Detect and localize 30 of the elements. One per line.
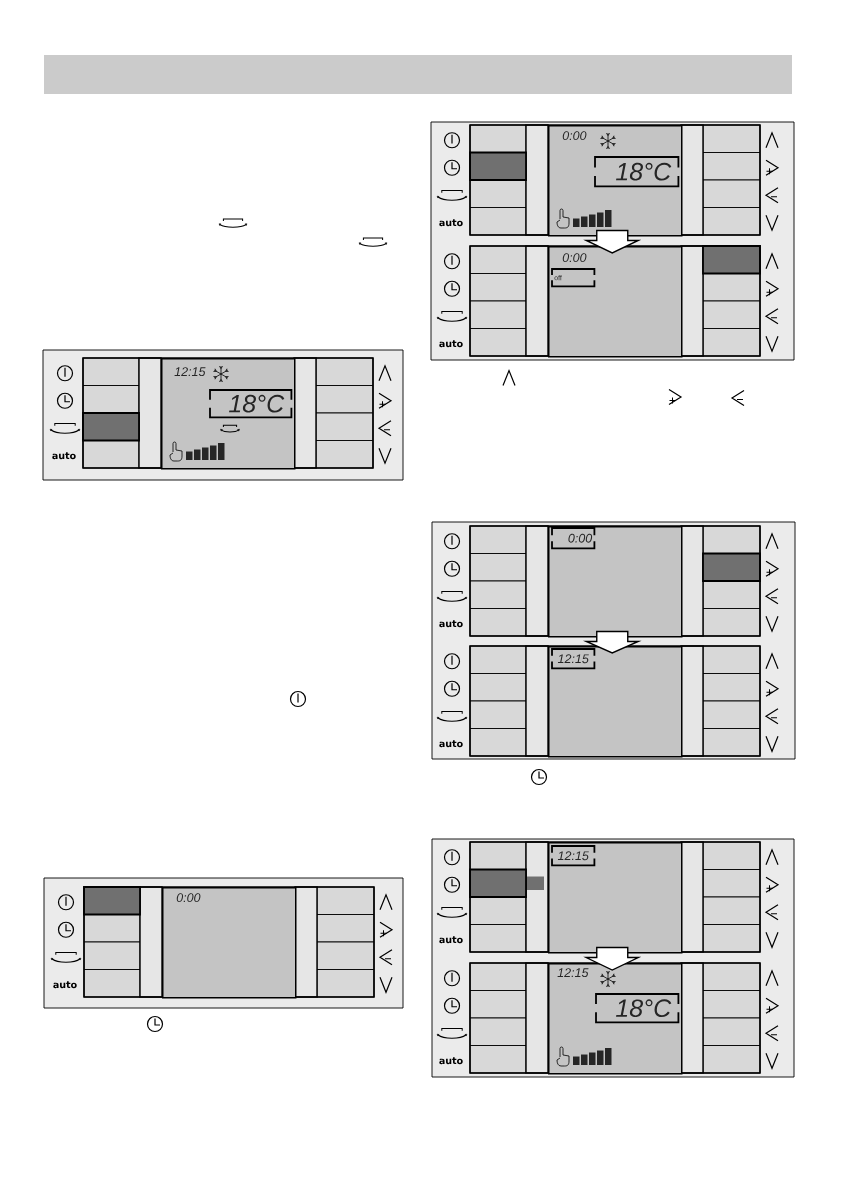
lcd-display [548, 125, 683, 237]
mode-label: auto [52, 452, 76, 460]
time-readout: 12:15 [557, 968, 589, 978]
time-readout: 0:00 [562, 131, 587, 141]
readout-box: 18°C [594, 156, 680, 188]
block-arrow [583, 946, 642, 971]
readout-box: 12:15 [551, 845, 596, 867]
time-readout: 0:00 [562, 253, 587, 263]
time-readout: 12:15 [174, 367, 206, 377]
mode-label: auto [439, 219, 463, 227]
lcd-display [548, 526, 683, 638]
mode-label: auto [53, 981, 77, 989]
readout-box: 18°C [209, 389, 293, 419]
lcd-display [161, 358, 296, 470]
block-arrow [582, 630, 642, 654]
readout-box: 0:00 [551, 527, 596, 550]
readout-box: 18°C [595, 993, 680, 1024]
lcd-display [162, 887, 297, 999]
lcd-display [548, 646, 683, 758]
lcd-display [548, 246, 683, 358]
readout-box: 12:15 [551, 648, 596, 670]
mode-label: auto [439, 740, 463, 748]
lcd-display [548, 963, 683, 1075]
time-readout: 0:00 [176, 893, 201, 903]
mode-label: auto [439, 340, 463, 348]
mode-label: auto [439, 620, 463, 628]
lcd-display [548, 842, 683, 954]
mode-label: auto [439, 936, 463, 944]
block-arrow [583, 229, 642, 254]
mode-label: auto [439, 1057, 463, 1065]
